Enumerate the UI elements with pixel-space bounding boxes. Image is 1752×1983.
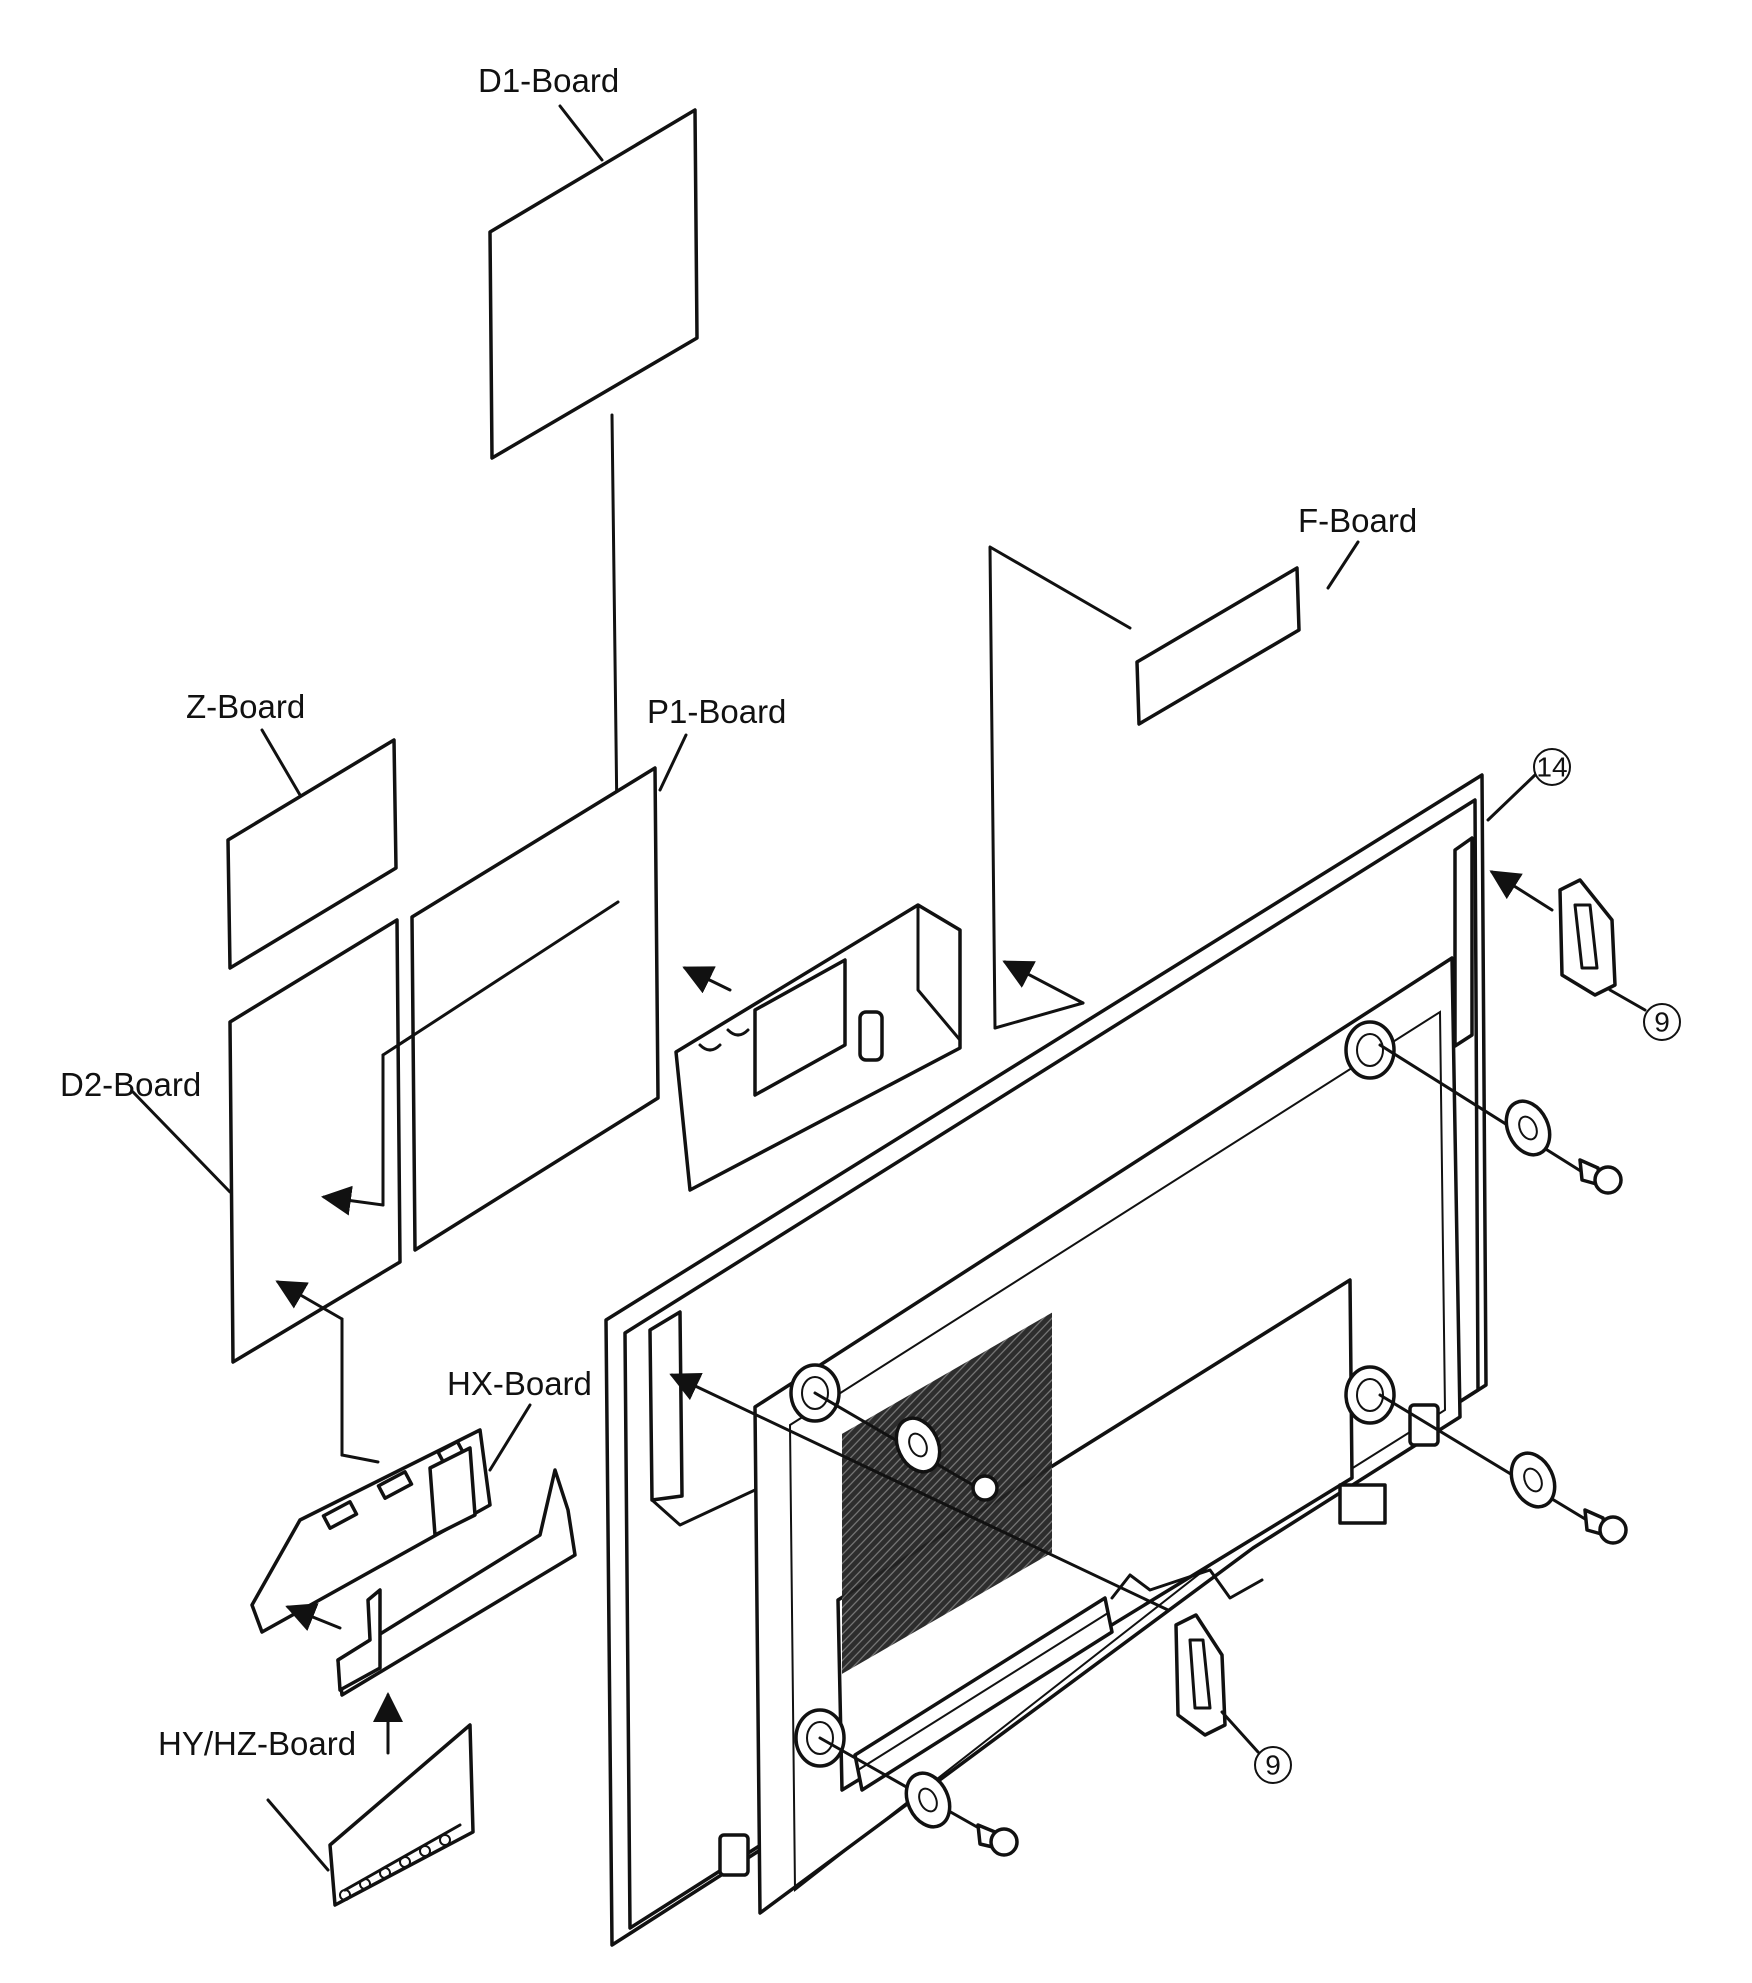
main-chassis	[604, 773, 1488, 1947]
z-board: Z-Board	[186, 688, 398, 970]
washer-screw-upper-right	[1378, 1043, 1623, 1195]
d2-board-label: D2-Board	[60, 1066, 201, 1103]
callout-14: 14	[1486, 748, 1571, 822]
hyhz-board-label: HY/HZ-Board	[158, 1725, 356, 1762]
handle-part-9-bottom: 9	[1174, 1613, 1292, 1784]
hx-board-label: HX-Board	[447, 1365, 592, 1402]
z-board-label: Z-Board	[186, 688, 305, 725]
svg-text:9: 9	[1654, 1007, 1670, 1038]
center-bracket	[674, 903, 1085, 1192]
washer-screw-center	[813, 1391, 999, 1502]
handle-part-9-top: 9	[1489, 870, 1681, 1041]
hyhz-board: HY/HZ-Board	[158, 1692, 475, 1907]
d1-board-label: D1-Board	[478, 62, 619, 99]
p1-board-label: P1-Board	[647, 693, 786, 730]
washer-screw-lower-right	[1378, 1393, 1628, 1545]
f-board-label: F-Board	[1298, 502, 1417, 539]
svg-text:9: 9	[1265, 1750, 1281, 1781]
washer-screw-bottom	[818, 1736, 1019, 1857]
d2-board: D2-Board	[60, 918, 402, 1364]
svg-text:14: 14	[1536, 752, 1567, 783]
d1-routing-line	[321, 900, 620, 1216]
f-board: F-Board	[988, 502, 1417, 1030]
p1-board: P1-Board	[410, 693, 786, 1252]
hx-board-assembly: HX-Board	[250, 1280, 592, 1697]
